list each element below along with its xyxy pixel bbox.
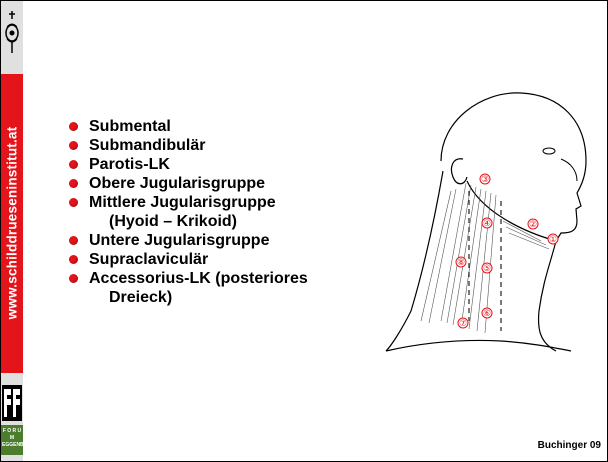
bullet-icon (69, 179, 78, 188)
lymph-node-list: Submental Submandibulär Parotis-LK Obere… (67, 117, 308, 307)
svg-text:⑥: ⑥ (483, 309, 491, 319)
author-credit: Buchinger 09 (538, 440, 601, 451)
bullet-icon (69, 122, 78, 131)
forum-eggenberg-logo: F O R U M EGGENBERG (1, 377, 23, 461)
bullet-icon (69, 236, 78, 245)
list-item-continuation: (Hyoid – Krikoid) (89, 212, 308, 231)
institute-emblem-icon (4, 9, 20, 59)
bullet-icon (69, 198, 78, 207)
bullet-icon (69, 141, 78, 150)
list-item-continuation: Dreieck) (89, 288, 308, 307)
list-item: Parotis-LK (67, 155, 308, 174)
website-url: www.schilddrueseninstitut.at (5, 127, 20, 320)
svg-text:⑦: ⑦ (459, 319, 467, 329)
list-item: Untere Jugularisgruppe (67, 231, 308, 250)
ff-emblem-icon (1, 377, 23, 423)
list-item: Supraclaviculär (67, 250, 308, 269)
list-item: Submental (67, 117, 308, 136)
list-item: Submandibulär (67, 136, 308, 155)
list-item: Mittlere Jugularisgruppe(Hyoid – Krikoid… (67, 193, 308, 231)
svg-text:⑤: ⑤ (483, 264, 491, 274)
bullet-icon (69, 160, 78, 169)
bullet-icon (69, 274, 78, 283)
svg-text:①: ① (549, 235, 557, 245)
list-item: Obere Jugularisgruppe (67, 174, 308, 193)
svg-text:③: ③ (481, 175, 489, 185)
sidebar: www.schilddrueseninstitut.at F O R U M E… (1, 1, 23, 461)
svg-text:④: ④ (483, 219, 491, 229)
svg-text:②: ② (529, 220, 537, 230)
svg-text:⑧: ⑧ (457, 258, 465, 268)
forum-text: F O R U M EGGENBERG (2, 428, 22, 449)
neck-lymph-node-diagram: ① ② ③ ④ ⑤ ⑥ ⑦ ⑧ (381, 81, 601, 371)
bullet-icon (69, 255, 78, 264)
